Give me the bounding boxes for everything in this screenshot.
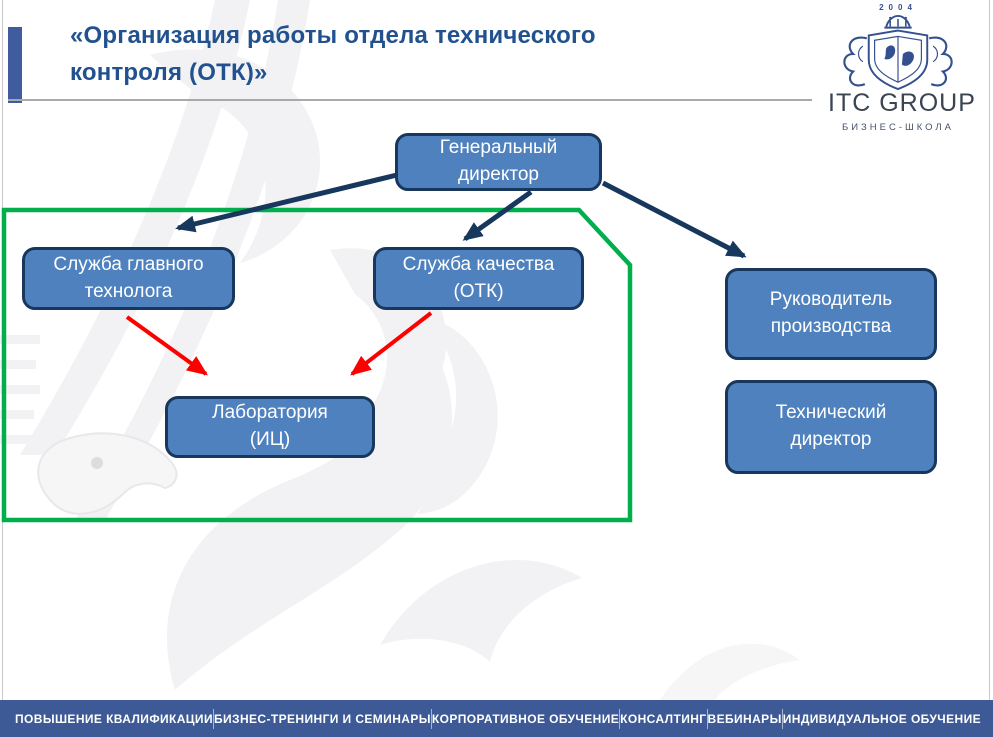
footer-separator [430,708,432,729]
node-laboratory-ic: Лаборатория (ИЦ) [165,396,375,458]
node-label: Генеральный [439,137,558,159]
arrow-general-to-quality-service [462,189,533,242]
node-label: (ИЦ) [249,429,291,450]
node-general-director: Генеральный директор [395,133,602,191]
node-label: Лаборатория [212,402,328,424]
arrow-chief-technologist-to-laboratory [125,315,208,376]
logo-tagline: БИЗНЕС-ШКОЛА [841,122,954,133]
footer-item-corporate-training: КОРПОРАТИВНОЕ ОБУЧЕНИЕ [431,711,620,726]
itc-group-logo: 2004 ITC GROUP БИЗНЕС-ШКОЛА [828,3,976,133]
arrow-general-to-chief-technologist [175,172,398,233]
title-accent-bar [8,27,22,103]
footer-separator [619,708,621,729]
footer-item-qualification: ПОВЫШЕНИЕ КВАЛИФИКАЦИИ [15,711,213,726]
page-title: «Организация работы отдела технического … [70,17,770,91]
footer-item-trainings-seminars: БИЗНЕС-ТРЕНИНГИ И СЕМИНАРЫ [214,711,431,726]
node-label: технолога [84,280,173,302]
arrow-general-to-production-manager [601,180,747,259]
footer-item-individual-training: ИНДИВИДУАЛЬНОЕ ОБУЧЕНИЕ [782,711,981,726]
green-highlight-frame [1,207,633,523]
logo-name: ITC GROUP [828,89,976,117]
node-label: Технический [775,402,887,424]
page-title-line2: контроля (ОТК)» [70,59,268,87]
footer-separator [706,708,708,729]
node-label: директор [790,429,872,450]
node-label: Служба главного [53,253,204,275]
node-label: (ОТК) [453,280,504,302]
node-label: Служба качества [402,253,555,275]
footer-separator [213,708,214,729]
node-technical-director: Технический директор [725,380,937,474]
node-production-manager: Руководитель производства [725,268,937,360]
logo-year: 2004 [879,3,917,12]
footer-nav: ПОВЫШЕНИЕ КВАЛИФИКАЦИИ БИЗНЕС-ТРЕНИНГИ И… [0,700,993,737]
node-quality-service-otk: Служба качества (ОТК) [373,247,584,310]
slide-right-border [989,0,990,700]
title-divider [8,99,812,101]
footer-item-consulting: КОНСАЛТИНГ [620,711,707,726]
node-label: директор [458,164,539,185]
node-label: производства [770,316,892,337]
node-chief-technologist-service: Служба главного технолога [22,247,235,310]
node-label: Руководитель [769,289,893,311]
page-title-line1: «Организация работы отдела технического [70,22,596,49]
crest-icon [843,14,953,91]
arrow-quality-service-to-laboratory [350,311,433,376]
footer-separator [781,708,783,729]
footer-item-webinars: ВЕБИНАРЫ [707,711,782,726]
